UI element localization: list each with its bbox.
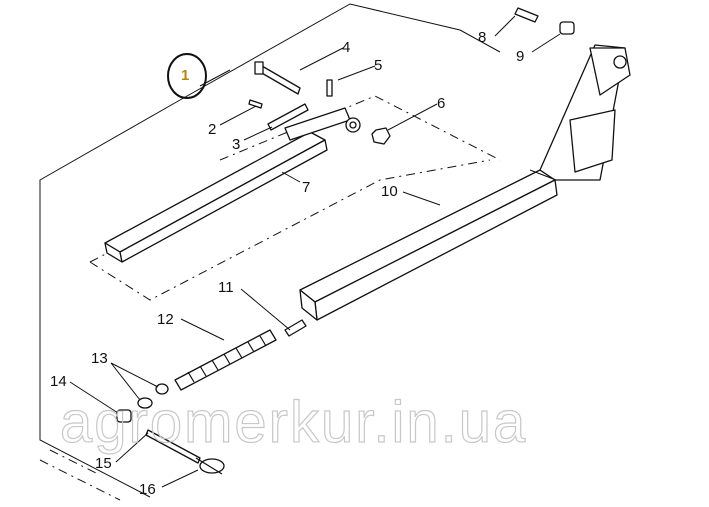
callout-12: 12 <box>157 311 174 328</box>
stud <box>284 319 307 337</box>
callout-8: 8 <box>478 29 486 46</box>
inner-tube <box>104 107 361 263</box>
assembly-number: 1 <box>167 53 207 99</box>
watermark-text: agromerkur.in.ua <box>60 390 527 455</box>
callout-10: 10 <box>381 183 398 200</box>
callout-2: 2 <box>208 121 216 138</box>
leader-lines <box>69 15 561 488</box>
callout-6: 6 <box>437 95 445 112</box>
sleeve <box>116 409 132 423</box>
bushing-8 <box>514 7 539 23</box>
callout-14: 14 <box>50 373 67 390</box>
assembly-number-label: 1 <box>181 67 189 84</box>
bushing-9 <box>559 21 575 35</box>
callout-4: 4 <box>342 39 350 56</box>
callout-numbers: 4 5 2 3 6 7 8 9 10 11 12 13 14 15 16 <box>50 29 524 498</box>
callout-7: 7 <box>302 179 310 196</box>
small-pin <box>326 79 333 97</box>
screw <box>248 99 263 109</box>
washers <box>137 383 169 409</box>
callout-5: 5 <box>374 57 382 74</box>
main-arm <box>299 44 631 321</box>
callout-9: 9 <box>516 48 524 65</box>
callout-3: 3 <box>232 136 240 153</box>
callout-15: 15 <box>95 455 112 472</box>
callout-13: 13 <box>91 350 108 367</box>
rod <box>145 429 201 464</box>
spring <box>174 329 277 391</box>
linch-pin <box>195 457 225 475</box>
long-bolt <box>254 61 301 95</box>
callout-16: 16 <box>139 481 156 498</box>
callout-11: 11 <box>218 279 234 296</box>
nut <box>371 127 391 145</box>
